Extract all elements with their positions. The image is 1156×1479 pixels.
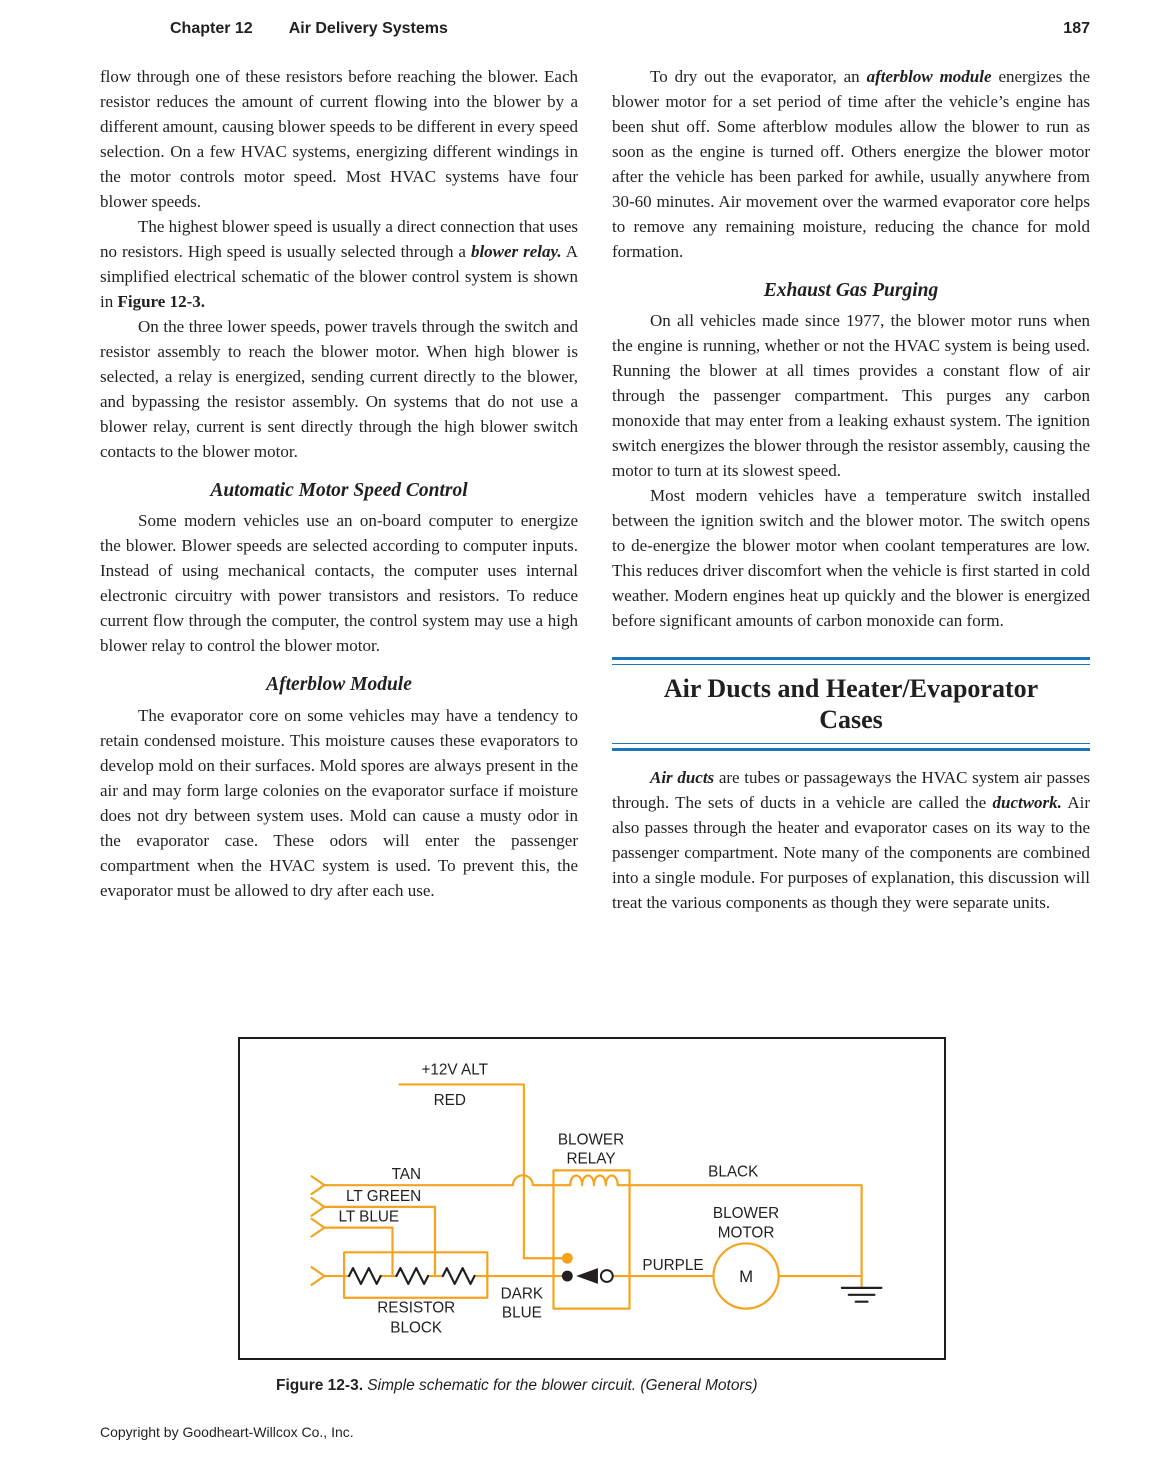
lt-blue-wire (323, 1226, 394, 1276)
paragraph-purging: On all vehicles made since 1977, the blo… (612, 311, 1090, 481)
paragraph-afterblow-operation: To dry out the evaporator, an afterblow … (612, 67, 1090, 261)
tan-wire (323, 1174, 572, 1187)
paragraph-lower-speeds: On the three lower speeds, power travels… (100, 317, 578, 461)
label-lt-green: LT GREEN (346, 1188, 421, 1205)
blower-circuit-diagram: +12V ALT RED BLOWER RELAY TAN LT GREEN L… (310, 1062, 883, 1336)
heading-afterblow-module: Afterblow Module (266, 674, 412, 696)
label-tan: TAN (392, 1166, 421, 1183)
label-resistor-block-1: RESISTOR (377, 1300, 455, 1317)
label-blower-motor-2: MOTOR (718, 1225, 775, 1242)
black-ground-wire (616, 1184, 863, 1288)
paragraph-high-speed: The highest blower speed is usually a di… (100, 217, 578, 311)
label-black: BLACK (708, 1163, 759, 1180)
paragraph-evaporator-moisture: The evaporator core on some vehicles may… (100, 705, 578, 900)
label-blower-relay-1: BLOWER (558, 1132, 624, 1149)
label-dark-blue-1: DARK (501, 1286, 544, 1303)
resistor-block-outline (343, 1251, 489, 1299)
blower-relay-outline (552, 1169, 631, 1310)
relay-contact-low (561, 1270, 573, 1282)
figure-12-3: +12V ALT RED BLOWER RELAY TAN LT GREEN L… (238, 1037, 946, 1360)
figure-caption: Figure 12-3. Simple schematic for the bl… (276, 1377, 758, 1394)
paragraph-computer-control: Some modern vehicles use an on-board com… (100, 511, 578, 656)
ground-symbol-icon (840, 1286, 883, 1303)
page-number: 187 (1063, 20, 1090, 37)
resistor-zigzag-elements (347, 1267, 476, 1286)
page-footer: Copyright by Goodheart-Willcox Co., Inc. (100, 1424, 354, 1440)
left-column: flow through one of these resistors befo… (100, 64, 578, 915)
heading-exhaust-gas-purging: Exhaust Gas Purging (763, 280, 939, 301)
section-rule-bottom (612, 743, 1090, 752)
section-title-air-ducts: Air Ducts and Heater/Evaporator Cases (663, 674, 1039, 735)
label-supply: +12V ALT (421, 1062, 487, 1079)
connector-arrow-icons (310, 1175, 326, 1287)
label-purple: PURPLE (642, 1257, 703, 1274)
blower-motor-symbol (712, 1242, 780, 1310)
label-resistor-block-2: BLOCK (390, 1319, 443, 1336)
paragraph-air-ducts: Air ducts are tubes or passageways the H… (612, 768, 1090, 913)
page-header: Chapter 12 Air Delivery Systems 187 (170, 20, 1090, 38)
chapter-title: Air Delivery Systems (288, 20, 448, 37)
relay-contact-high (561, 1252, 573, 1264)
right-column: To dry out the evaporator, an afterblow … (612, 64, 1090, 915)
label-lt-blue: LT BLUE (338, 1209, 399, 1226)
red-supply-wire (398, 1083, 563, 1260)
label-dark-blue-2: BLUE (502, 1305, 542, 1322)
section-rule-top (612, 657, 1090, 666)
label-blower-motor-1: BLOWER (713, 1205, 779, 1222)
relay-contact-common (599, 1269, 614, 1283)
text-columns: flow through one of these resistors befo… (100, 64, 1090, 915)
relay-coil (569, 1174, 619, 1187)
relay-armature (576, 1268, 598, 1284)
section-heading-block: Air Ducts and Heater/Evaporator Cases (612, 657, 1090, 752)
paragraph-resistors: flow through one of these resistors befo… (100, 67, 578, 211)
heading-automatic-motor-speed-control: Automatic Motor Speed Control (210, 480, 468, 501)
label-red: RED (434, 1092, 466, 1109)
chapter-label: Chapter 12 (170, 20, 253, 37)
paragraph-temperature-switch: Most modern vehicles have a temperature … (612, 486, 1090, 631)
label-blower-relay-2: RELAY (566, 1150, 615, 1167)
label-motor-m: M (739, 1267, 753, 1286)
